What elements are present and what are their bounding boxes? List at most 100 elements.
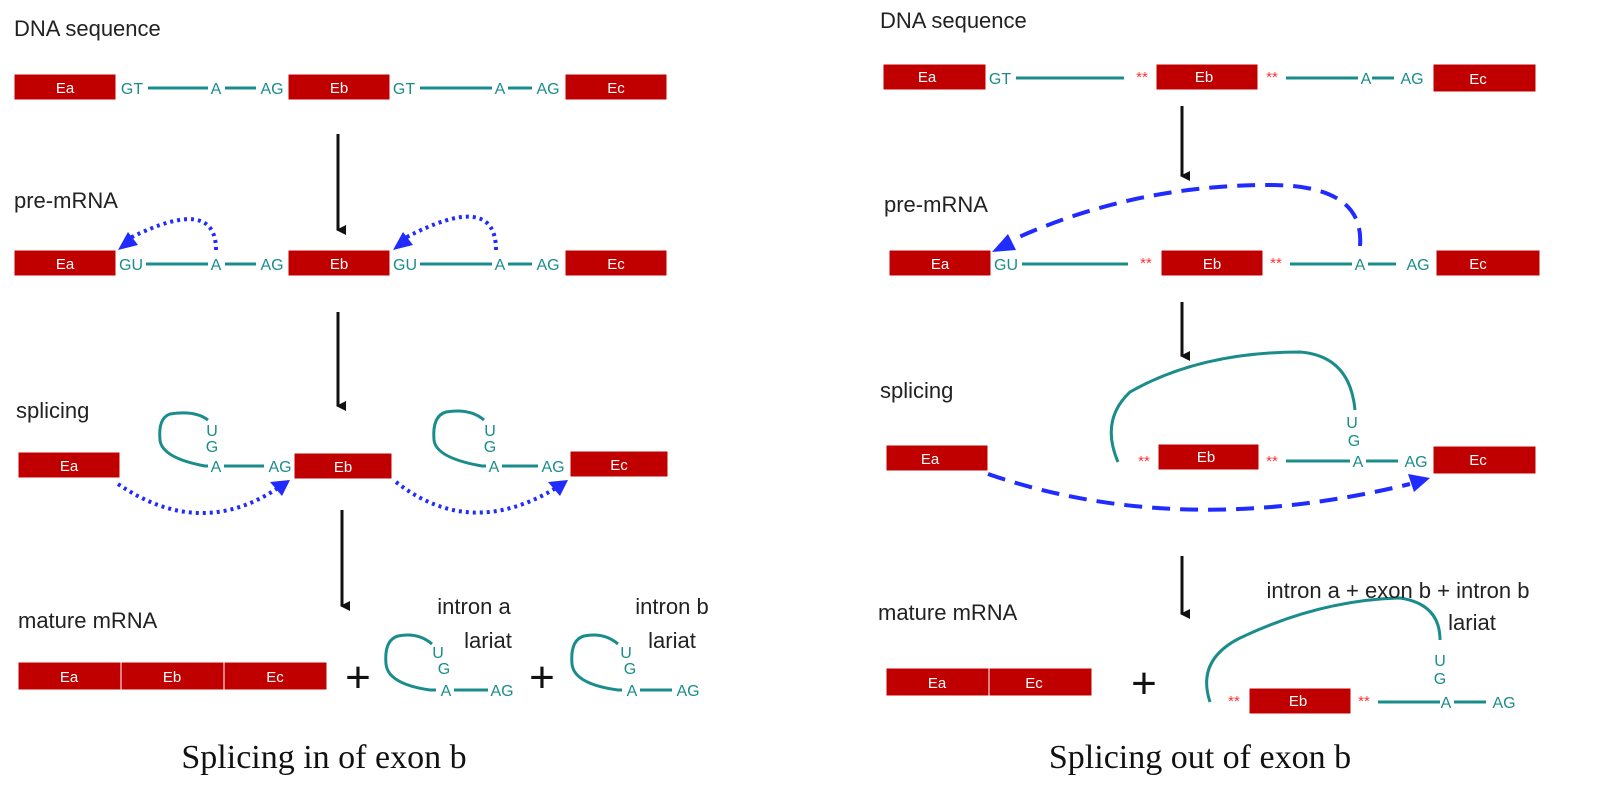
- marker-star: **: [1266, 453, 1278, 470]
- exon-ea: Ea: [885, 444, 989, 472]
- exon-eb: Eb: [1160, 249, 1264, 277]
- svg-text:Ea: Ea: [56, 80, 75, 97]
- svg-text:G: G: [484, 439, 496, 456]
- svg-text:Eb: Eb: [330, 80, 348, 97]
- branch-a: A: [211, 257, 222, 274]
- svg-text:U: U: [432, 645, 444, 662]
- right-panel: DNA sequence Ea GT ** Eb ** A AG Ec pre-…: [878, 8, 1541, 776]
- svg-text:A: A: [211, 459, 222, 476]
- exon-ea: Ea: [888, 249, 992, 277]
- ag-acceptor: AG: [260, 81, 283, 98]
- exon-ea: Ea: [882, 63, 987, 91]
- ag-acceptor: AG: [268, 459, 291, 476]
- svg-text:A: A: [489, 459, 500, 476]
- svg-text:G: G: [624, 661, 636, 678]
- svg-text:G: G: [206, 439, 218, 456]
- splicing-label: splicing: [16, 398, 89, 423]
- exon-ea: Ea: [17, 661, 122, 691]
- mature-mrna-label: mature mRNA: [18, 608, 158, 633]
- marker-star: **: [1228, 693, 1240, 710]
- branch-attack-arrow: [1007, 182, 1363, 247]
- svg-text:U: U: [206, 423, 218, 440]
- ag-acceptor: AG: [536, 257, 559, 274]
- svg-text:G: G: [1434, 671, 1446, 688]
- exon-eb: Eb: [287, 73, 391, 101]
- pre-mrna-row-left: Ea GU A AG Eb GU A AG Ec: [13, 214, 668, 277]
- exon-eb: Eb: [120, 661, 225, 691]
- exon-eb: Eb: [287, 249, 391, 277]
- exon-eb: Eb: [293, 452, 393, 480]
- plus-sign: +: [1131, 659, 1157, 708]
- ag-acceptor: AG: [1400, 71, 1423, 88]
- intron-b-label-1: intron b: [635, 594, 708, 619]
- exon-ec: Ec: [988, 667, 1093, 697]
- exon-ea: Ea: [17, 451, 121, 479]
- exon-ec: Ec: [569, 450, 669, 478]
- svg-text:AG: AG: [490, 683, 513, 700]
- exon-eb: Eb: [1155, 63, 1259, 91]
- exon-ea: Ea: [13, 73, 117, 101]
- pre-mrna-row-right: Ea GU ** Eb ** A AG Ec: [888, 182, 1541, 277]
- exon-skip-arrow: [987, 472, 1411, 512]
- gu-donor: GU: [119, 257, 143, 274]
- svg-text:AG: AG: [676, 683, 699, 700]
- plus-sign: +: [529, 653, 555, 702]
- svg-text:A: A: [441, 683, 452, 700]
- svg-text:Ec: Ec: [1469, 256, 1487, 273]
- ag-acceptor: AG: [1406, 257, 1429, 274]
- plus-sign: +: [345, 653, 371, 702]
- svg-text:G: G: [1348, 433, 1360, 450]
- marker-star: **: [1140, 255, 1152, 272]
- pre-mrna-label: pre-mRNA: [14, 188, 118, 213]
- marker-star: **: [1270, 255, 1282, 272]
- dna-sequence-label: DNA sequence: [14, 16, 161, 41]
- left-panel: DNA sequence Ea GT A AG Eb GT A AG Ec pr…: [13, 16, 709, 776]
- gu-donor: GU: [994, 257, 1018, 274]
- svg-text:Eb: Eb: [1289, 693, 1307, 710]
- svg-text:Eb: Eb: [163, 669, 181, 686]
- mature-row-right: Ea Ec + U G ** Eb ** A AG intron a + exo…: [885, 578, 1529, 715]
- mature-row-left: Ea Eb Ec + U G A AG intron a lariat + U …: [17, 594, 709, 702]
- gu-donor: GU: [393, 257, 417, 274]
- exon-ec: Ec: [564, 73, 668, 101]
- intron-a-label-1: intron a: [437, 594, 511, 619]
- intron-b-label-2: lariat: [648, 628, 696, 653]
- svg-text:Ec: Ec: [1469, 452, 1487, 469]
- branch-a: A: [1361, 71, 1372, 88]
- ag-acceptor: AG: [260, 257, 283, 274]
- exon-ligation-arrow: [394, 480, 558, 515]
- caption-splicing-out: Splicing out of exon b: [1049, 739, 1351, 776]
- intron-a-lariat: [384, 633, 436, 692]
- svg-text:Eb: Eb: [1203, 256, 1221, 273]
- dna-row-left: Ea GT A AG Eb GT A AG Ec: [13, 73, 668, 101]
- svg-text:Ea: Ea: [918, 69, 937, 86]
- svg-text:Ec: Ec: [607, 256, 625, 273]
- pre-mrna-label: pre-mRNA: [884, 192, 988, 217]
- branch-a: A: [1355, 257, 1366, 274]
- svg-text:Ea: Ea: [931, 256, 950, 273]
- svg-text:U: U: [620, 645, 632, 662]
- splicing-row-right: Ea U G ** Eb ** A AG Ec: [885, 350, 1537, 512]
- svg-text:U: U: [484, 423, 496, 440]
- exon-ec: Ec: [223, 661, 328, 691]
- svg-text:Ea: Ea: [921, 451, 940, 468]
- svg-text:Eb: Eb: [1195, 69, 1213, 86]
- branch-a: A: [495, 257, 506, 274]
- marker-star: **: [1136, 69, 1148, 86]
- exon-ec: Ec: [564, 249, 668, 277]
- svg-text:Eb: Eb: [330, 256, 348, 273]
- combined-lariat: [1205, 596, 1442, 703]
- intron-exon-lariat: [1109, 350, 1357, 463]
- svg-text:Ec: Ec: [1469, 71, 1487, 88]
- ag-acceptor: AG: [541, 459, 564, 476]
- branch-a: A: [495, 81, 506, 98]
- svg-text:Ea: Ea: [928, 675, 947, 692]
- marker-star: **: [1138, 453, 1150, 470]
- dna-sequence-label: DNA sequence: [880, 8, 1027, 33]
- exon-ligation-arrow: [116, 482, 280, 515]
- svg-text:U: U: [1434, 653, 1446, 670]
- svg-text:Ec: Ec: [610, 457, 628, 474]
- svg-text:Ea: Ea: [60, 458, 79, 475]
- svg-text:A: A: [1353, 454, 1364, 471]
